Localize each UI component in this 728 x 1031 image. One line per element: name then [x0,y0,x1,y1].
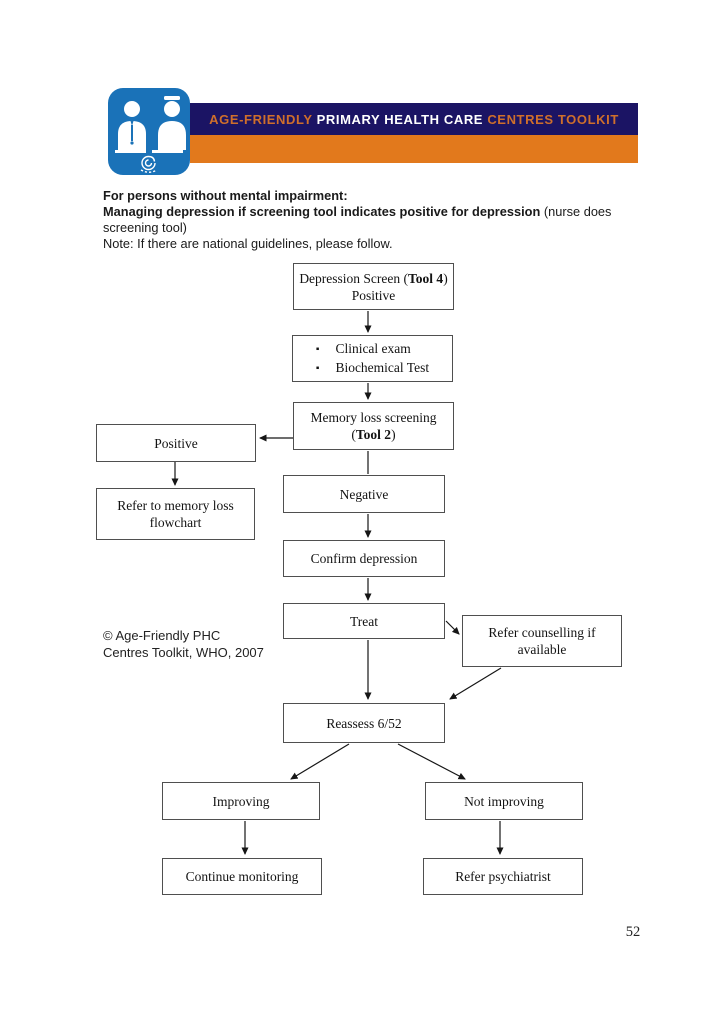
node-clinical-assessment: Clinical exam Biochemical Test [292,335,453,382]
node-psychiatrist-label: Refer psychiatrist [455,869,551,884]
page-title: AGE-FRIENDLY PRIMARY HEALTH CARE CENTRES… [209,112,619,127]
node-counselling-label: Refer counselling if available [488,625,596,657]
copyright-line1: © Age-Friendly PHC [103,628,221,643]
node-depression-screen: Depression Screen (Tool 4) Positive [293,263,454,310]
node-memory-screening: Memory loss screening (Tool 2) [293,402,454,450]
depression-screen-result: Positive [351,287,396,303]
page-number: 52 [625,924,641,940]
memory-screening-paren-open: ( [351,427,356,442]
intro-note: Note: If there are national guidelines, … [103,236,393,251]
list-item: Clinical exam [316,340,429,359]
node-not-improving-label: Not improving [464,793,544,809]
memory-screening-paren-close: ) [391,427,396,442]
node-confirm-label: Confirm depression [310,551,418,566]
node-treat-label: Treat [349,613,378,629]
node-memory-screening-label: Memory loss screening (Tool 2) [311,409,437,443]
node-positive-label: Positive [154,435,198,451]
node-depression-screen-label: Depression Screen (Tool 4) Positive [299,270,447,304]
title-part-age-friendly: AGE-FRIENDLY [209,111,313,127]
intro-heading: For persons without mental impairment: [103,188,348,203]
copyright-notice: © Age-Friendly PHC Centres Toolkit, WHO,… [103,627,264,661]
node-not-improving: Not improving [425,782,583,820]
node-continue-label: Continue monitoring [185,869,299,884]
arrow-treat-to-counselling [445,620,460,635]
node-negative: Negative [283,475,445,513]
arrow-reassess-to-not-improving [397,743,466,780]
depression-screen-tool: Tool 4 [408,270,444,286]
intro-subheading: Managing depression if screening tool in… [103,204,655,236]
header-orange-stripe [190,135,638,163]
node-refer-counselling: Refer counselling if available [462,615,622,667]
node-reassess-label: Reassess 6/52 [326,715,402,731]
who-swirl-icon [140,155,158,173]
node-refer-psychiatrist: Refer psychiatrist [423,858,583,895]
node-improving-label: Improving [212,793,270,809]
nurse-icon [158,96,186,150]
copyright-line2: Centres Toolkit, WHO, 2007 [103,645,264,660]
assessment-list: Clinical exam Biochemical Test [316,340,429,378]
arrow-counselling-to-reassess [449,667,502,700]
node-negative-label: Negative [339,486,389,502]
node-treat: Treat [283,603,445,639]
depression-screen-text: Depression Screen ( [299,270,409,286]
intro-subheading-regular: (nurse does [540,204,612,219]
assessment-item-label: Clinical exam [335,340,411,356]
title-part-centres-toolkit: CENTRES TOOLKIT [487,111,619,127]
arrow-reassess-to-improving [290,743,350,780]
memory-screening-tool: Tool 2 [355,427,392,442]
node-confirm-depression: Confirm depression [283,540,445,577]
doctor-icon [118,101,146,150]
assessment-item-label: Biochemical Test [335,359,430,375]
intro-subheading-wrap: screening tool) [103,220,187,235]
node-refer-memory-label: Refer to memory loss flowchart [117,498,234,530]
node-positive: Positive [96,424,256,462]
header-title-bar: AGE-FRIENDLY PRIMARY HEALTH CARE CENTRES… [190,103,638,135]
intro-text: For persons without mental impairment: M… [103,188,655,252]
list-item: Biochemical Test [316,359,429,378]
node-refer-memory-flowchart: Refer to memory loss flowchart [96,488,255,540]
title-part-phc: PRIMARY HEALTH CARE [316,111,484,127]
memory-screening-text: Memory loss screening [310,410,437,425]
toolkit-logo [108,88,190,175]
depression-screen-paren: ) [443,270,448,286]
node-reassess: Reassess 6/52 [283,703,445,743]
node-continue-monitoring: Continue monitoring [162,858,322,895]
intro-subheading-bold: Managing depression if screening tool in… [103,204,541,219]
node-improving: Improving [162,782,320,820]
